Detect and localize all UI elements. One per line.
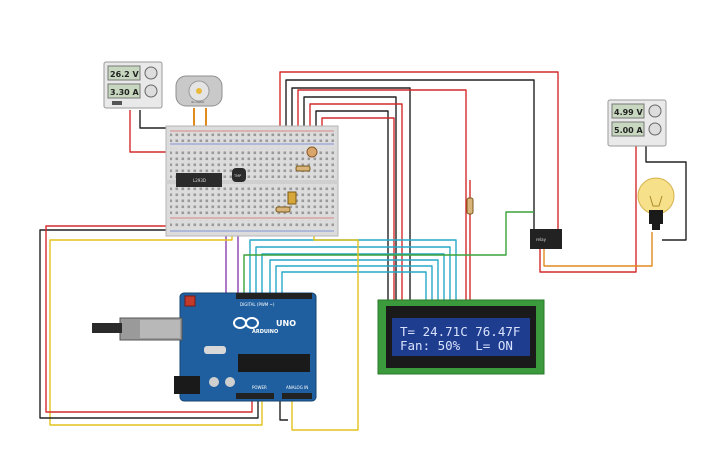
dc-motor[interactable]: dc motor (175, 75, 223, 107)
analog-label: ANALOG IN (286, 385, 308, 390)
current-knob[interactable] (144, 84, 158, 98)
power-supply-left[interactable]: 26.2 V 3.30 A (103, 61, 163, 109)
wire-red-lcd2 (309, 103, 403, 300)
photoresistor[interactable] (306, 146, 318, 158)
wire-black-bottom (279, 395, 288, 421)
wire-black-lcd2 (303, 96, 397, 300)
light-bulb[interactable] (637, 177, 675, 230)
supply-left-voltage: 26.2 V (110, 70, 140, 79)
lcd-line-1: T= 24.71C 76.47F (400, 324, 520, 339)
motor-label: dc motor (191, 100, 205, 104)
wire-black-supply-left (139, 110, 172, 129)
wire-red-supply-right (539, 140, 637, 273)
temperature-sensor[interactable]: TMP (232, 168, 246, 182)
power-jack[interactable] (174, 376, 200, 394)
wire-cyan-2 (255, 246, 451, 300)
arduino-brand: ARDUINO (252, 329, 278, 335)
driver-chip-label: L293D (193, 178, 206, 183)
motor-driver-chip[interactable]: L293D (176, 173, 222, 187)
arduino-uno[interactable]: DIGITAL (PWM ~) ARDUINO UNO POWER ANALOG… (92, 292, 317, 402)
reset-button[interactable] (184, 295, 196, 307)
wire-red-top (279, 71, 559, 232)
wire-red-left (45, 225, 253, 413)
wire-orange-lamp (543, 232, 653, 267)
resistor-bb-1[interactable] (295, 165, 311, 172)
wire-black-lcd1 (291, 87, 411, 300)
bulb-base (649, 210, 663, 224)
current-knob-right[interactable] (648, 122, 662, 136)
usb-plug (92, 323, 122, 333)
resistor-lcd[interactable] (466, 197, 474, 215)
wire-black-lcd3 (315, 110, 389, 300)
voltage-knob[interactable] (144, 66, 158, 80)
wire-black-top (285, 79, 535, 232)
wire-cyan-5 (275, 265, 433, 300)
power-supply-right[interactable]: 4.99 V 5.00 A (607, 99, 667, 147)
wire-red-supply-left (129, 110, 172, 153)
lcd-line-2: Fan: 50% L= ON (400, 338, 513, 353)
motor-shaft (196, 88, 202, 94)
wire-green-relay (243, 211, 534, 295)
resistor-bb-2[interactable] (275, 206, 291, 213)
digital-label: DIGITAL (PWM ~) (240, 302, 275, 307)
wire-cyan-4 (269, 259, 439, 300)
supply-right-voltage: 4.99 V (614, 108, 644, 117)
wires (39, 71, 687, 431)
voltage-knob-right[interactable] (648, 104, 662, 118)
arduino-logo (233, 317, 259, 329)
wire-black-supply-right (645, 140, 687, 241)
bulb-glass (637, 177, 675, 215)
wire-red-lcd3 (321, 117, 395, 300)
sensor-chip-label: TMP (233, 174, 241, 178)
lcd-screen (392, 318, 530, 356)
wire-cyan-1 (249, 239, 457, 300)
supply-right-current: 5.00 A (614, 126, 644, 135)
power-label: POWER (252, 385, 267, 390)
wire-black-left (39, 229, 259, 419)
power-header (236, 393, 274, 399)
capacitor[interactable] (287, 191, 297, 205)
microcontroller-chip (238, 354, 310, 372)
analog-header (282, 393, 312, 399)
arduino-model: UNO (276, 319, 296, 328)
wire-cyan-6 (281, 271, 427, 300)
wire-cyan-3 (261, 253, 445, 300)
lcd-module[interactable]: T= 24.71C 76.47F Fan: 50% L= ON (377, 299, 545, 375)
supply-left-current: 3.30 A (110, 88, 140, 97)
wire-red-lcd1 (297, 89, 467, 300)
relay-module[interactable]: relay (530, 229, 562, 249)
digital-header (236, 293, 312, 299)
relay-label: relay (536, 237, 547, 242)
